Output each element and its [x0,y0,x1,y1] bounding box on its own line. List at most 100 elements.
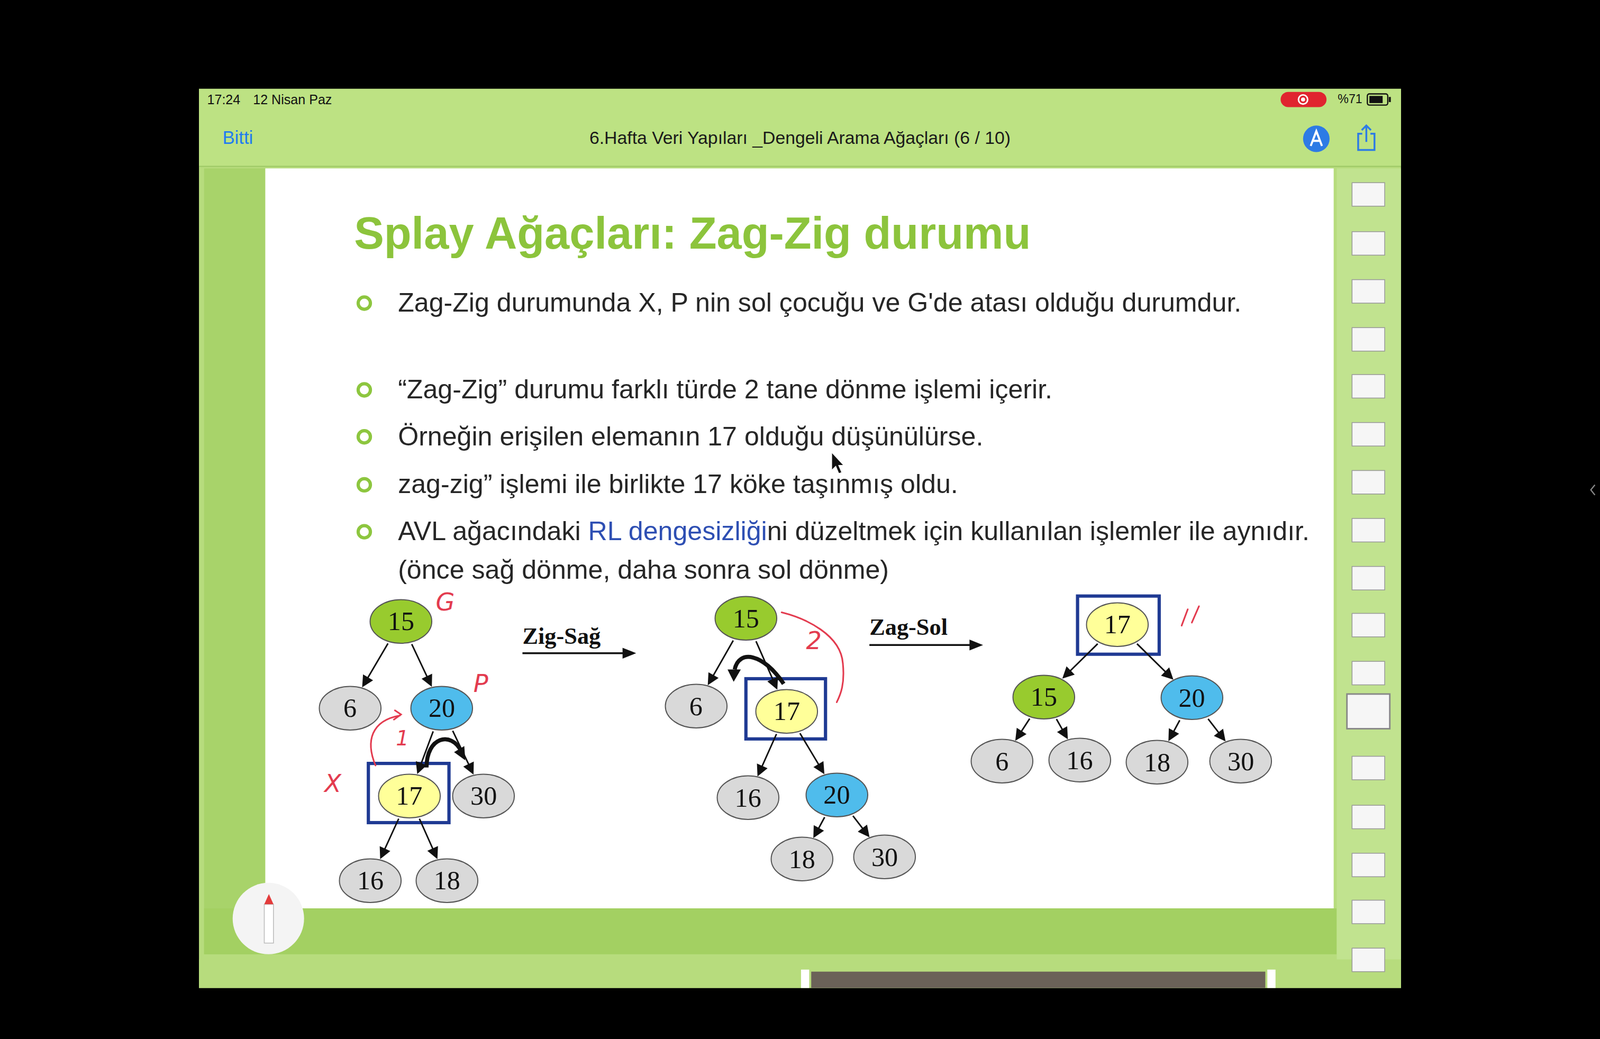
slide-left-band [204,168,266,955]
ellipse-shape [716,776,779,820]
bullet-text-wrap: zag-zig” işlemi ile birlikte 17 köke taş… [397,465,1332,504]
slide-bottom-band [204,908,1338,955]
tree-node: 15 [714,595,778,641]
tree-edge [800,733,824,774]
tree-node: 15 [1012,674,1076,720]
handwritten-note: G [435,587,456,617]
handwritten-note: 1 [395,726,409,751]
highlight-text: RL dengesizliği [588,516,768,547]
handwritten-note-wrap: P [473,669,489,698]
tree-edge [1137,643,1173,679]
node-key: 30 [470,780,497,812]
step-label: Zig-Sağ [522,622,601,650]
tree-node: 6 [970,738,1034,784]
tree-node: 16 [1048,737,1112,783]
node-key: 30 [871,841,898,873]
tree-node: 30 [852,834,917,880]
ellipse-shape [378,774,441,818]
tree-node: 30 [1208,738,1273,784]
done-button: Bitti [222,127,253,148]
ellipse-shape [411,686,474,730]
done-button-wrap: Bitti [222,127,253,149]
tree-node: 18 [770,836,834,882]
ellipse-shape [1048,738,1111,783]
node-key: 15 [732,603,760,634]
ellipse-shape [756,689,818,733]
ellipse-shape [665,684,727,728]
bullet-text: zag-zig” işlemi ile birlikte 17 köke taş… [397,465,1332,504]
tree-edge [814,817,825,838]
handwritten-note: 2 [806,626,822,656]
node-key: 16 [734,782,762,814]
tree-edge [1056,719,1068,738]
tree-edge [419,819,438,858]
handwritten-note-wrap: 2 [806,626,822,656]
status-time-wrap: 17:24 [207,92,241,108]
ellipse-shape [1013,675,1076,719]
tree-node: 20 [1160,675,1224,721]
ellipse-shape [452,774,515,818]
bottom-strip [198,959,1402,989]
bullet-text-wrap: Zag-Zig durumunda X, P nin sol çocuğu ve… [397,283,1332,323]
tree-node: 16 [716,775,780,821]
toolbar-icons [1303,125,1375,152]
tree-edge [416,731,434,773]
tree-node: 18 [415,858,479,904]
step-label-wrap: Zag-Sol [869,613,948,641]
ellipse-shape [1086,602,1149,647]
tree-edge [411,644,432,686]
ellipse-shape [1160,676,1223,720]
slide-title-wrap: Splay Ağaçları: Zag-Zig durumu [353,207,1031,260]
bullet-rings [358,296,371,538]
node-key: 18 [433,865,461,896]
status-time: 17:24 [207,92,241,107]
node-key: 17 [395,780,423,812]
node-key: 17 [773,695,800,727]
handwritten-note-wrap: G [435,587,456,617]
slide-page [265,168,1334,909]
ellipse-shape [339,858,402,903]
tree-node: 17 [1085,602,1150,648]
node-key: 20 [1178,682,1206,714]
node-key: 18 [788,843,816,875]
bullet-text-wrap: AVL ağacındaki RL dengesizliğini düzeltm… [397,512,1332,590]
node-key: 15 [1030,681,1058,713]
bullet-text: AVL ağacındaki RL dengesizliğini düzeltm… [397,512,1332,590]
tree-node: 17 [377,773,442,819]
battery-level: %71 [1337,92,1362,106]
node-key: 20 [823,779,850,811]
node-key: 16 [1066,744,1093,776]
bullet-text-wrap: “Zag-Zig” durumu farklı türde 2 tane dön… [397,370,1332,409]
node-key: 20 [428,692,456,724]
document-title: 6.Hafta Veri Yapıları _Dengeli Arama Ağa… [589,127,1011,148]
battery-level-wrap: %71 [1337,92,1362,107]
bullet-text: Zag-Zig durumunda X, P nin sol çocuğu ve… [397,283,1332,323]
tree-edge [708,640,734,685]
handwritten-note: P [473,669,489,698]
node-key: 6 [689,691,703,722]
tree-node: 15 [369,598,433,644]
ellipse-shape [771,837,834,881]
bullet-text: Örneğin erişilen elemanın 17 olduğu düşü… [397,417,1332,457]
status-date-wrap: 12 Nisan Paz [252,92,332,108]
ellipse-shape [715,596,778,641]
tree-edge [1169,720,1180,741]
ellipse-shape [1126,740,1189,784]
screen [198,88,1402,989]
node-key: 16 [357,865,384,896]
node-key: 18 [1143,747,1171,778]
strip-divider [801,969,809,989]
tree-edge [452,730,474,774]
side-chevron [1591,484,1596,495]
node-key: 15 [387,605,415,637]
text-run: AVL ağacındaki [397,516,588,547]
pencil-button [232,883,305,955]
thumbnail-column [1336,168,1402,970]
tree-node: 6 [664,683,729,729]
rotation-arrows [426,657,784,768]
node-key: 6 [343,692,357,724]
strip-divider [1267,969,1276,989]
top-bar-rule [198,166,1402,168]
